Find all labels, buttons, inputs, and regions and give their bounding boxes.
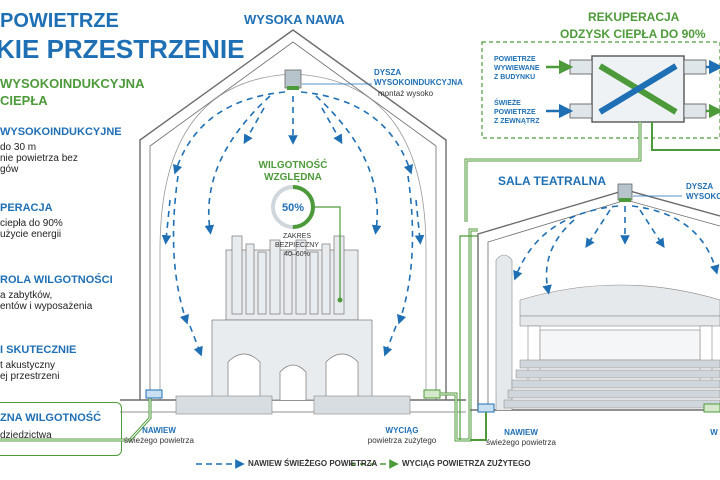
theatre-interior	[495, 254, 720, 410]
humidity-value: 50%	[282, 202, 304, 214]
nave-supply-label: NAWIEW	[142, 426, 176, 435]
organ	[211, 235, 373, 401]
exhaust-in-line: POWIETRZE	[494, 56, 536, 63]
nave-nozzle-label-1: DYSZA	[374, 68, 402, 77]
exhaust-in-label: POWIETRZE WYWIEWANE Z BUDYNKU	[494, 55, 540, 82]
theatre-ducts	[470, 403, 720, 441]
theatre-seating	[503, 359, 720, 409]
subtitle-line-1: WYSOKOINDUKCYJNA	[0, 76, 145, 91]
theatre-supply-label: NAWIEW	[504, 428, 538, 437]
feature-1-line: nie powietrza bez	[0, 153, 78, 164]
humidity-callout-box	[0, 402, 122, 456]
nave-nozzle-ring	[287, 86, 299, 90]
feature-5: ZNA WILGOTNOŚĆ dziedzictwa	[0, 412, 101, 441]
theatre-exhaust-label: W	[710, 428, 718, 437]
recuperator-duct-out	[651, 122, 720, 151]
humidity-title-line-2: WZGLĘDNA	[264, 172, 322, 183]
legend-supply-label: NAWIEW ŚWIEŻEGO POWIETRZA	[248, 459, 378, 468]
feature-3-heading: ROLA WILGOTNOŚCI	[0, 274, 113, 286]
feature-1-line: do 30 m	[0, 142, 37, 153]
feature-2-line: użycie energii	[0, 229, 62, 240]
exhaust-in-line: WYWIEWANE	[494, 65, 540, 72]
feature-2-line: ciepła do 90%	[0, 218, 63, 229]
feature-1-heading: WYSOKOINDUKCYJNE	[0, 126, 122, 138]
feature-4: I SKUTECZNIE t akustyczny ej przestrzeni	[0, 344, 76, 382]
nave-supply-note: świeżego powietrza	[124, 436, 194, 445]
nave-ducts	[0, 228, 478, 442]
theatre-nozzle	[617, 183, 633, 201]
theatre-title: SALA TEATRALNA	[498, 174, 606, 188]
humidity-sensor	[337, 297, 343, 303]
nave-pews	[175, 395, 411, 415]
theatre-nozzle-label-1: DYSZA	[686, 182, 714, 191]
humidity-title-line-1: WILGOTNOŚĆ	[258, 160, 328, 171]
nave-exhaust-label: WYCIĄG	[385, 426, 419, 435]
feature-3-line: entów i wyposażenia	[0, 301, 93, 312]
recuperator-arrows	[546, 59, 720, 119]
feature-4-line: t akustyczny	[0, 360, 56, 371]
feature-5-heading: ZNA WILGOTNOŚĆ	[0, 412, 102, 424]
title-line-2: KIE PRZESTRZENIE	[0, 34, 245, 64]
recuperation-title: REKUPERACJA	[588, 10, 680, 24]
nave-nozzle-label-2: WYSOKOINDUKCYJNA	[374, 78, 463, 87]
humidity-sensor-line	[313, 206, 341, 300]
feature-3: ROLA WILGOTNOŚCI a zabytków, entów i wyp…	[0, 274, 113, 312]
legend-exhaust-label: WYCIĄG POWIETRZA ZUŻYTEGO	[402, 459, 531, 468]
nave-nozzle-note: montaż wysoko	[378, 89, 434, 98]
fresh-in-line: ŚWIEŻE	[494, 100, 521, 107]
feature-1: WYSOKOINDUKCYJNE do 30 m nie powietrza b…	[0, 126, 122, 175]
heat-exchanger	[569, 55, 707, 123]
feature-1-line: gów	[0, 164, 19, 175]
feature-5-line: dziedzictwa	[0, 430, 52, 441]
subtitle-line-2: CIEPŁA	[0, 93, 48, 108]
recuperation-frame	[481, 41, 720, 139]
fresh-in-label: ŚWIEŻE POWIETRZE Z ZEWNĄTRZ	[494, 99, 540, 126]
nave-supply-flow	[161, 91, 425, 357]
theatre-nozzle-label-2: WYSOKO	[686, 192, 720, 201]
theatre-supply-note: świeżego powietrza	[486, 438, 556, 447]
safe-zone-label: ZAKRES BEZPIECZNY	[275, 233, 319, 249]
nave-exhaust-note: powietrza zużytego	[367, 436, 437, 445]
feature-2-heading: PERACJA	[0, 202, 53, 214]
feature-3-line: a zabytków,	[0, 290, 53, 301]
exhaust-in-line: Z BUDYNKU	[494, 74, 536, 81]
theatre-nozzle-ring	[619, 198, 631, 202]
nave-nozzle	[284, 69, 302, 89]
feature-4-heading: I SKUTECZNIE	[0, 344, 77, 356]
safe-zone-range: 40–60%	[284, 251, 310, 258]
feature-2: PERACJA ciepła do 90% użycie energii	[0, 202, 63, 240]
humidity-title: WILGOTNOŚĆ WZGLĘDNA	[258, 160, 328, 184]
fresh-in-line: Z ZEWNĄTRZ	[494, 118, 540, 125]
theatre-supply-flow	[513, 205, 720, 295]
recuperation-subtitle: ODZYSK CIEPŁA DO 90%	[560, 27, 706, 41]
fresh-in-line: POWIETRZE	[494, 109, 536, 116]
humidity-safe-zone: ZAKRES BEZPIECZNY 40–60%	[262, 232, 332, 259]
title-line-1: POWIETRZE	[0, 10, 119, 32]
feature-4-line: ej przestrzeni	[0, 371, 60, 382]
nave-title: WYSOKA NAWA	[244, 12, 345, 27]
